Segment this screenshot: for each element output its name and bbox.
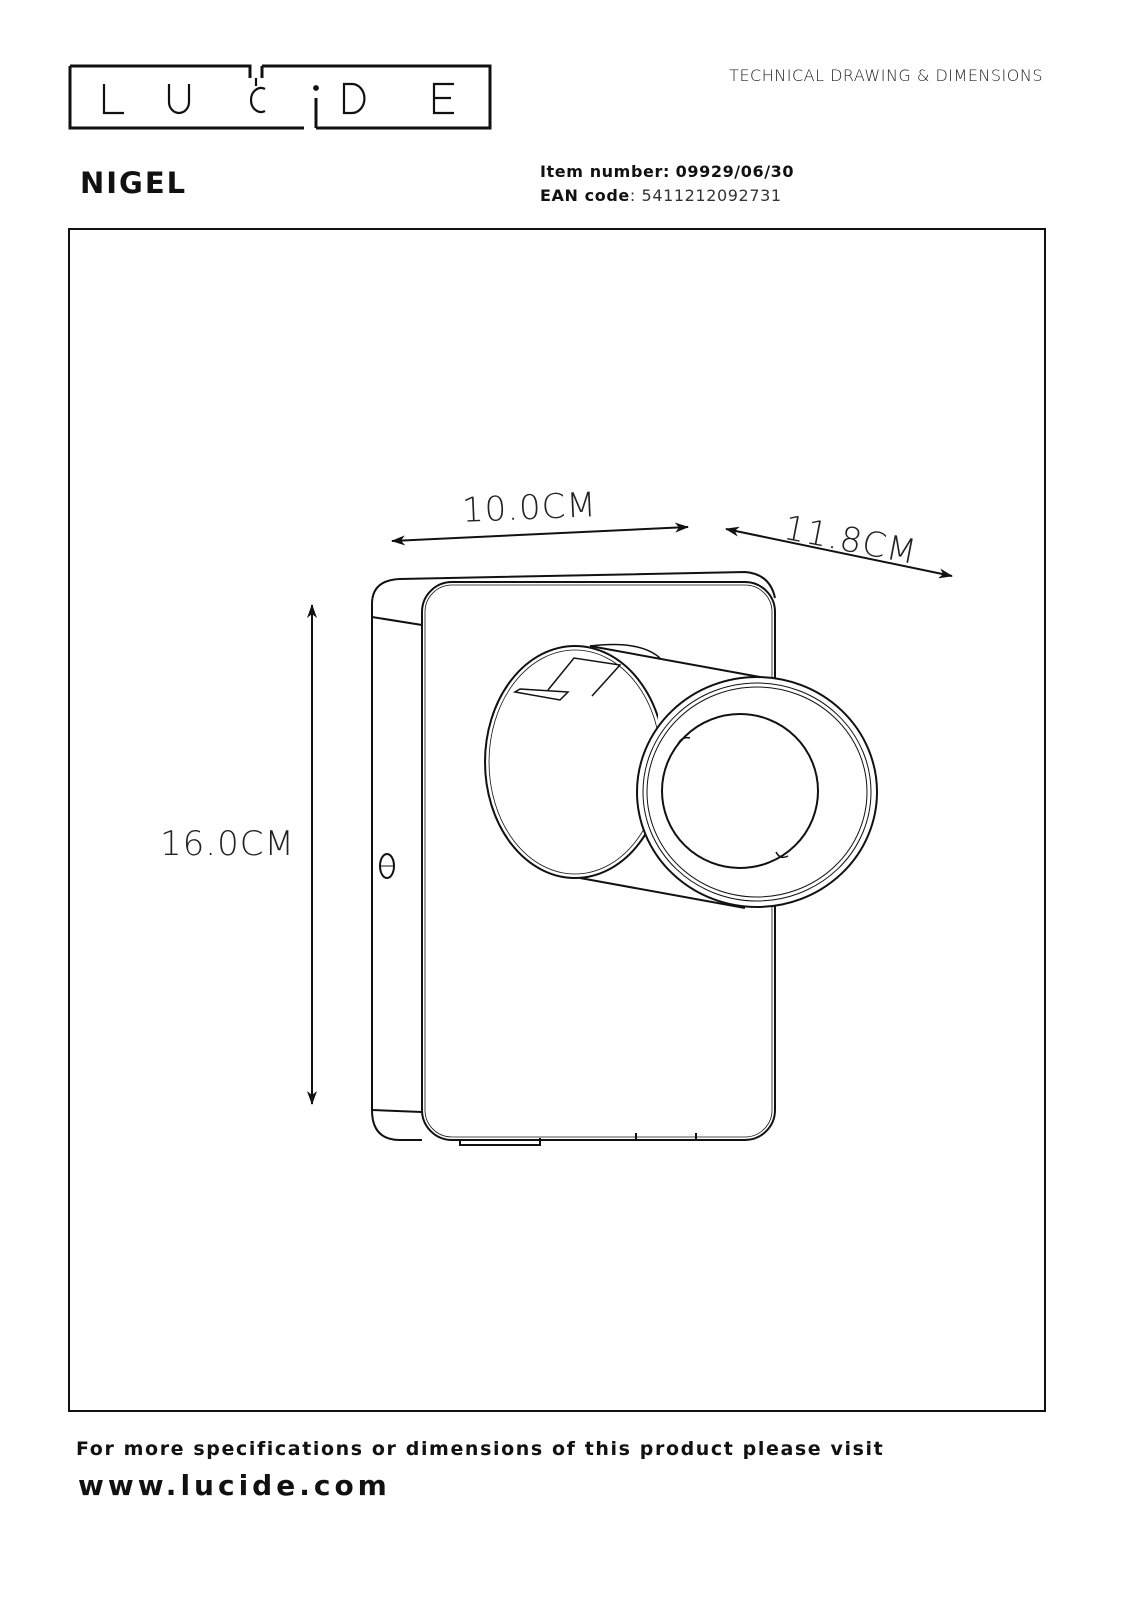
ean-value: : 5411212092731 bbox=[629, 186, 782, 205]
ean-row: EAN code: 5411212092731 bbox=[540, 186, 782, 205]
item-number-value: 09929/06/30 bbox=[675, 162, 795, 181]
product-name: NIGEL bbox=[80, 166, 188, 200]
lens bbox=[661, 713, 819, 869]
document-type: TECHNICAL DRAWING & DIMENSIONS bbox=[729, 66, 1043, 85]
lucide-logo bbox=[68, 64, 492, 130]
housing-side bbox=[371, 570, 776, 1141]
height-label: 16.0CM bbox=[160, 824, 295, 864]
footer-text: For more specifications or dimensions of… bbox=[76, 1438, 885, 1460]
item-number-row: Item number: 09929/06/30 bbox=[540, 162, 794, 181]
depth-arrow bbox=[725, 526, 953, 579]
website-link[interactable]: www.lucide.com bbox=[78, 1469, 391, 1502]
ean-label: EAN code bbox=[540, 186, 630, 205]
switch-icon bbox=[379, 853, 395, 879]
item-number-label: Item number: bbox=[540, 162, 670, 181]
drawing-frame bbox=[68, 228, 1046, 1412]
width-arrow bbox=[391, 522, 689, 546]
spot-head bbox=[636, 676, 878, 908]
width-label: 10.0CM bbox=[461, 485, 598, 531]
